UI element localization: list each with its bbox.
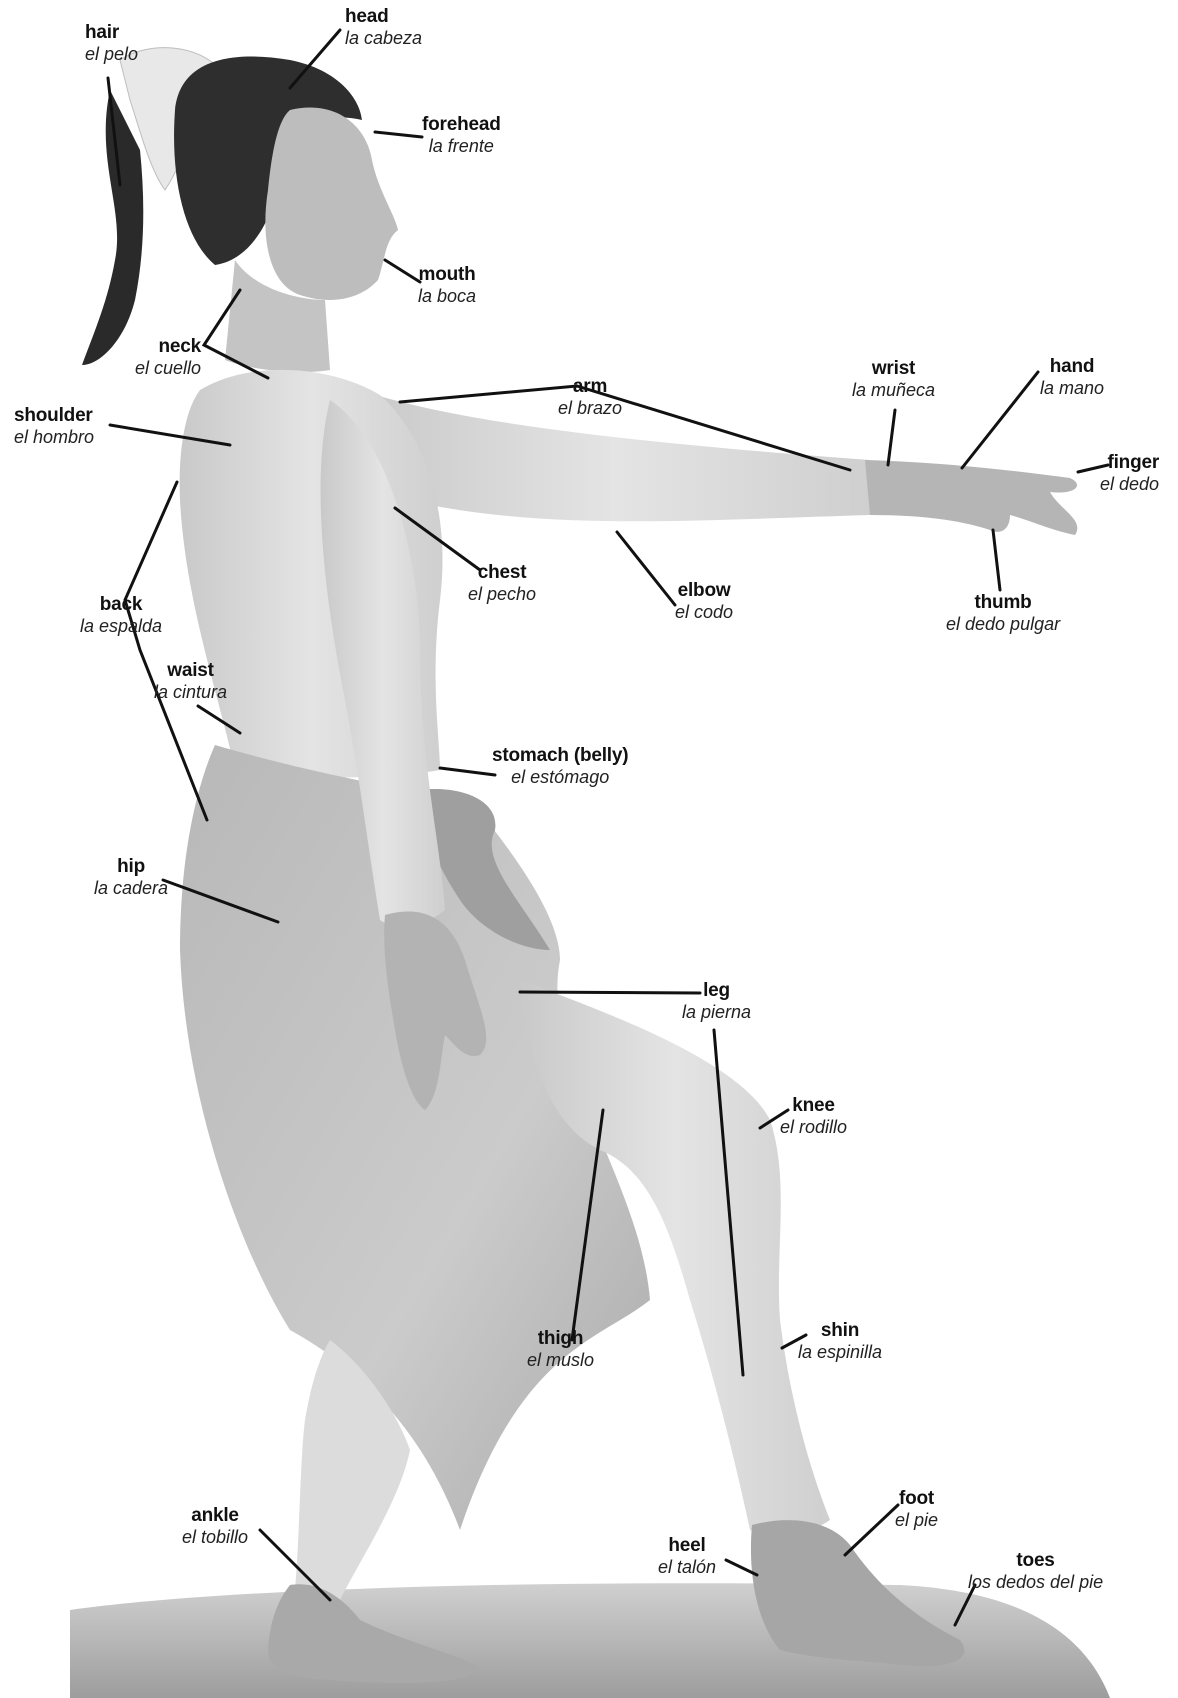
leader-stomach xyxy=(440,768,495,775)
label-waist: waist la cintura xyxy=(154,660,227,703)
label-thumb: thumb el dedo pulgar xyxy=(946,592,1060,635)
label-mouth-en: mouth xyxy=(418,264,476,286)
label-stomach-es: el estómago xyxy=(492,767,628,788)
label-shoulder-es: el hombro xyxy=(14,427,94,448)
label-ankle-en: ankle xyxy=(182,1505,248,1527)
label-knee-es: el rodillo xyxy=(780,1117,847,1138)
label-neck: neck el cuello xyxy=(135,336,201,379)
label-back: back la espalda xyxy=(80,594,162,637)
label-back-en: back xyxy=(80,594,162,616)
label-stomach-en: stomach (belly) xyxy=(492,745,628,767)
label-shoulder: shoulder el hombro xyxy=(14,405,94,448)
label-arm: arm el brazo xyxy=(558,376,622,419)
label-shin-es: la espinilla xyxy=(798,1342,882,1363)
label-elbow-en: elbow xyxy=(675,580,733,602)
label-knee-en: knee xyxy=(780,1095,847,1117)
label-knee: knee el rodillo xyxy=(780,1095,847,1138)
label-shoulder-en: shoulder xyxy=(14,405,94,427)
label-wrist-es: la muñeca xyxy=(852,380,935,401)
label-stomach: stomach (belly) el estómago xyxy=(492,745,628,788)
label-head-en: head xyxy=(345,6,422,28)
label-chest-es: el pecho xyxy=(468,584,536,605)
label-hip-en: hip xyxy=(94,856,168,878)
label-wrist-en: wrist xyxy=(852,358,935,380)
label-leg-es: la pierna xyxy=(682,1002,751,1023)
label-hand-es: la mano xyxy=(1040,378,1104,399)
label-ankle: ankle el tobillo xyxy=(182,1505,248,1548)
label-elbow: elbow el codo xyxy=(675,580,733,623)
label-forehead-es: la frente xyxy=(422,136,501,157)
label-chest-en: chest xyxy=(468,562,536,584)
label-neck-es: el cuello xyxy=(135,358,201,379)
label-ankle-es: el tobillo xyxy=(182,1527,248,1548)
label-waist-es: la cintura xyxy=(154,682,227,703)
label-toes-en: toes xyxy=(968,1550,1103,1572)
extended-hand-shape xyxy=(865,460,1077,535)
label-chest: chest el pecho xyxy=(468,562,536,605)
label-leg-en: leg xyxy=(682,980,751,1002)
label-thigh: thigh el muslo xyxy=(527,1328,594,1371)
label-mouth: mouth la boca xyxy=(418,264,476,307)
leader-foot xyxy=(845,1505,898,1555)
label-foot-es: el pie xyxy=(895,1510,938,1531)
label-heel-en: heel xyxy=(658,1535,716,1557)
label-forehead: forehead la frente xyxy=(422,114,501,157)
label-hand: hand la mano xyxy=(1040,356,1104,399)
label-toes-es: los dedos del pie xyxy=(968,1572,1103,1593)
label-thigh-es: el muslo xyxy=(527,1350,594,1371)
label-hair-es: el pelo xyxy=(85,44,138,65)
label-waist-en: waist xyxy=(154,660,227,682)
label-hip: hip la cadera xyxy=(94,856,168,899)
leader-forehead xyxy=(375,132,422,137)
label-finger: finger el dedo xyxy=(1100,452,1159,495)
label-foot-en: foot xyxy=(895,1488,938,1510)
label-finger-en: finger xyxy=(1100,452,1159,474)
leader-thumb xyxy=(993,530,1000,590)
label-thumb-es: el dedo pulgar xyxy=(946,614,1060,635)
label-heel-es: el talón xyxy=(658,1557,716,1578)
label-arm-es: el brazo xyxy=(558,398,622,419)
label-heel: heel el talón xyxy=(658,1535,716,1578)
label-mouth-es: la boca xyxy=(418,286,476,307)
label-shin: shin la espinilla xyxy=(798,1320,882,1363)
label-arm-en: arm xyxy=(558,376,622,398)
label-thumb-en: thumb xyxy=(946,592,1060,614)
leader-mouth xyxy=(385,260,420,282)
label-hair: hair el pelo xyxy=(85,22,138,65)
label-head: head la cabeza xyxy=(345,6,422,49)
label-shin-en: shin xyxy=(798,1320,882,1342)
label-wrist: wrist la muñeca xyxy=(852,358,935,401)
label-toes: toes los dedos del pie xyxy=(968,1550,1103,1593)
label-elbow-es: el codo xyxy=(675,602,733,623)
label-hair-en: hair xyxy=(85,22,138,44)
label-head-es: la cabeza xyxy=(345,28,422,49)
leader-leg xyxy=(520,992,700,993)
label-foot: foot el pie xyxy=(895,1488,938,1531)
label-back-es: la espalda xyxy=(80,616,162,637)
label-hip-es: la cadera xyxy=(94,878,168,899)
leader-elbow xyxy=(617,532,675,605)
label-leg: leg la pierna xyxy=(682,980,751,1023)
label-forehead-en: forehead xyxy=(422,114,501,136)
face-shape xyxy=(265,107,398,300)
leader-wrist xyxy=(888,410,895,465)
leader-hand xyxy=(962,372,1038,468)
label-thigh-en: thigh xyxy=(527,1328,594,1350)
label-hand-en: hand xyxy=(1040,356,1104,378)
label-neck-en: neck xyxy=(135,336,201,358)
label-finger-es: el dedo xyxy=(1100,474,1159,495)
